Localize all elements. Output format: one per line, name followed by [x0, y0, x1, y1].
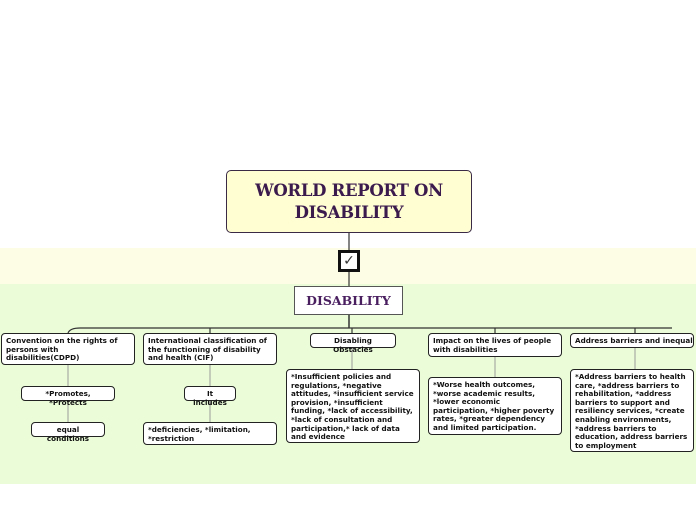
child-node-promotes-protects[interactable]: *Promotes, *Protects — [21, 386, 115, 406]
child-label: It includes — [193, 389, 227, 407]
root-node[interactable]: WORLD REPORT ON DISABILITY — [226, 170, 472, 233]
main-topic-node[interactable]: DISABILITY — [294, 286, 403, 315]
child-label: *Insufficient policies and regulations, … — [291, 372, 414, 442]
branch-node-address-barriers[interactable]: Address barriers and inequality — [570, 333, 694, 348]
completion-checkbox[interactable]: ✓ — [338, 250, 360, 272]
main-topic-label: DISABILITY — [306, 293, 391, 308]
child-label: *Promotes, *Protects — [45, 389, 91, 407]
child-node-it-includes[interactable]: It includes — [184, 386, 236, 406]
child-node-impact-list[interactable]: *Worse health outcomes, *worse academic … — [428, 377, 562, 435]
child-label: equal conditions — [46, 425, 90, 443]
branch-label: Convention on the rights of persons with… — [6, 336, 118, 363]
branch-node-disabling-obstacles[interactable]: Disabling Obstacles — [310, 333, 396, 353]
check-icon: ✓ — [343, 253, 355, 269]
child-node-deficiencies[interactable]: *deficiencies, *limitation, *restriction — [143, 422, 277, 445]
child-label: *deficiencies, *limitation, *restriction — [148, 425, 251, 443]
branch-node-impact[interactable]: Impact on the lives of people with disab… — [428, 333, 562, 357]
child-node-equal-conditions[interactable]: equal conditions — [31, 422, 105, 442]
child-node-obstacles-list[interactable]: *Insufficient policies and regulations, … — [286, 369, 420, 443]
branch-label: Address barriers and inequality — [575, 336, 694, 345]
branch-node-cif[interactable]: International classification of the func… — [143, 333, 277, 365]
child-node-address-list[interactable]: *Address barriers to health care, *addre… — [570, 369, 694, 452]
root-title: WORLD REPORT ON DISABILITY — [255, 180, 443, 222]
branch-label: International classification of the func… — [148, 336, 267, 363]
branch-node-cdpd[interactable]: Convention on the rights of persons with… — [1, 333, 135, 365]
child-label: *Worse health outcomes, *worse academic … — [433, 380, 555, 432]
branch-label: Impact on the lives of people with disab… — [433, 336, 552, 354]
child-label: *Address barriers to health care, *addre… — [575, 372, 688, 450]
branch-label: Disabling Obstacles — [333, 336, 373, 354]
